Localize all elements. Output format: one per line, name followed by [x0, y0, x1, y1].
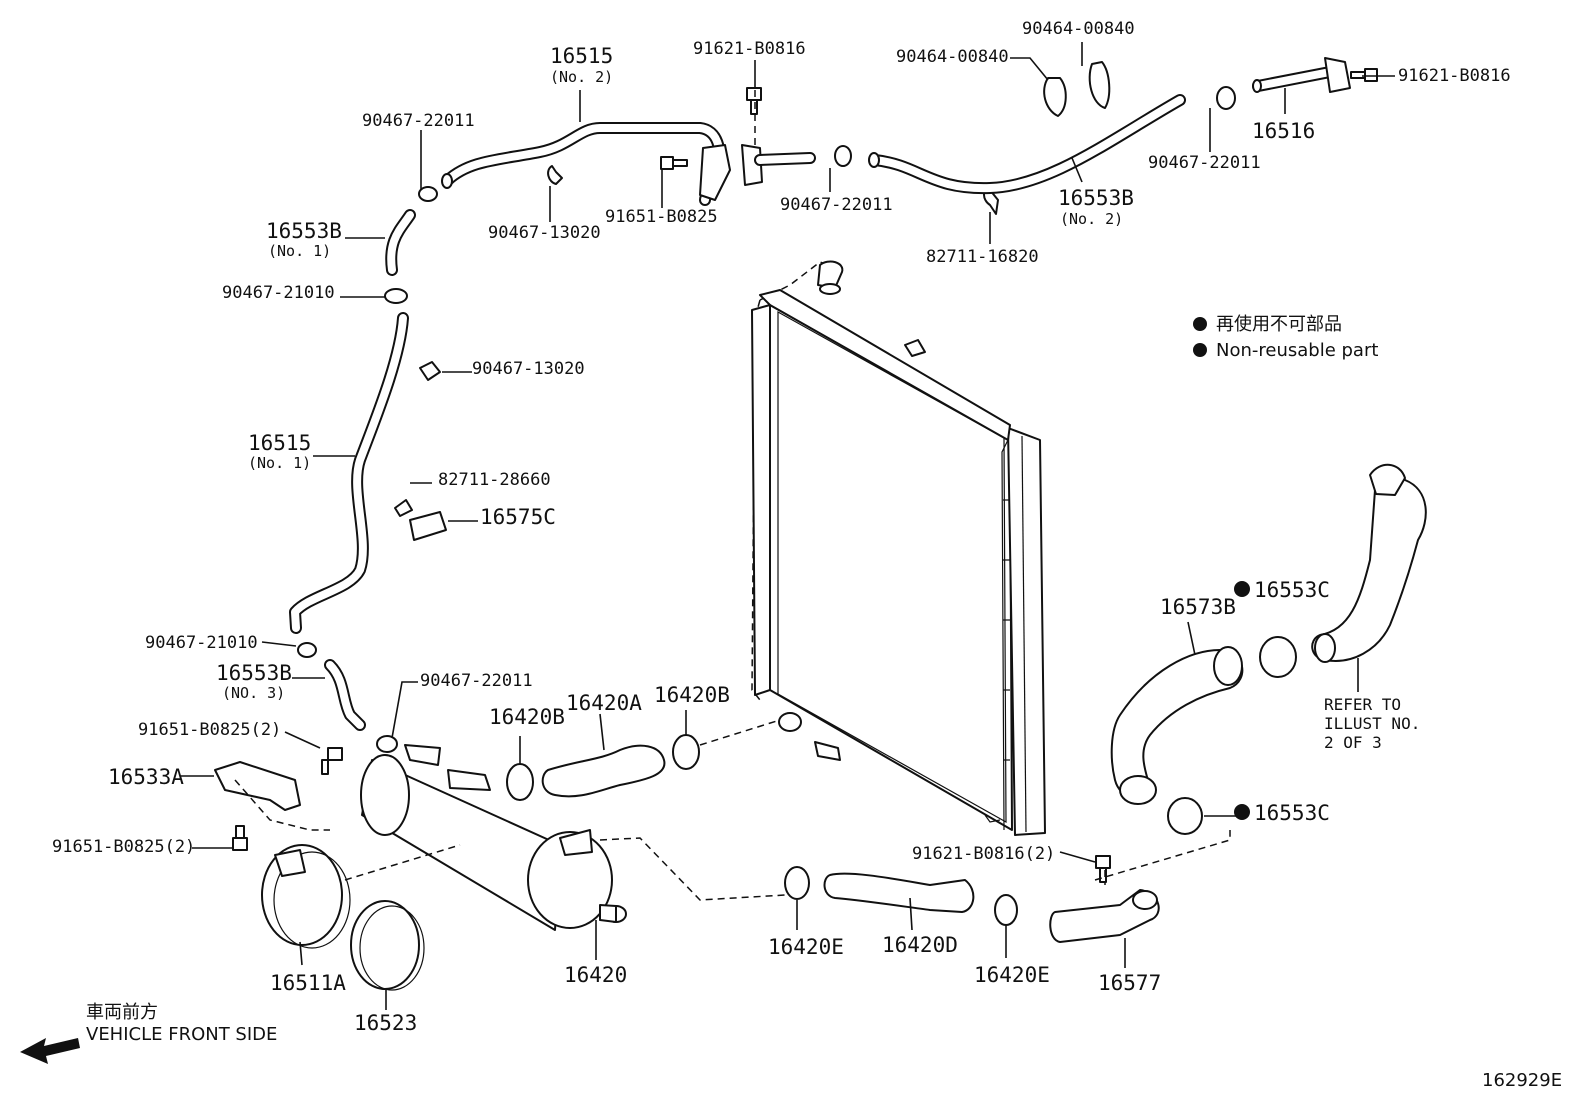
label-90467-13020-mid: 90467-13020 [472, 359, 585, 379]
refer-line3: 2 OF 3 [1324, 733, 1382, 752]
label-16575c: 16575C [480, 505, 556, 529]
legend-en: Non-reusable part [1216, 340, 1378, 361]
pipe-16516 [1252, 57, 1351, 93]
label-90467-22011-right: 90467-22011 [1148, 153, 1261, 173]
diagram-id: 162929E [1482, 1070, 1562, 1091]
legend-jp: 再使用不可部品 [1216, 314, 1342, 335]
label-16515-no1-sub: (No. 1) [248, 454, 311, 472]
legend: 再使用不可部品 Non-reusable part [1193, 314, 1378, 361]
label-90467-22011-bot: 90467-22011 [420, 671, 533, 691]
label-16553b-no2: 16553B [1058, 186, 1134, 210]
radiator [751, 260, 1046, 836]
label-16573b: 16573B [1160, 595, 1236, 619]
front-side-jp: 車両前方 [86, 1002, 158, 1023]
label-16420e-a: 16420E [768, 935, 844, 959]
label-16553b-no2-sub: (No. 2) [1060, 210, 1123, 228]
front-side-en: VEHICLE FRONT SIDE [86, 1024, 277, 1045]
label-16553c-bot: 16553C [1254, 801, 1330, 825]
label-16515-no2: 16515 [550, 44, 613, 68]
label-90467-21010-top: 90467-21010 [222, 283, 335, 303]
refer-note: REFER TO ILLUST NO. 2 OF 3 [1324, 695, 1420, 752]
label-90467-21010-bot: 90467-21010 [145, 633, 258, 653]
label-16553c-top: 16553C [1254, 578, 1330, 602]
label-90467-22011-tl: 90467-22011 [362, 111, 475, 131]
hose-refer [1311, 463, 1427, 663]
label-16577: 16577 [1098, 971, 1161, 995]
label-16420: 16420 [564, 963, 627, 987]
bracket-upper [699, 144, 816, 201]
label-16516: 16516 [1252, 119, 1315, 143]
bolt-icon [232, 68, 1378, 883]
label-16420a: 16420A [566, 691, 642, 715]
label-90467-13020-top: 90467-13020 [488, 223, 601, 243]
label-82711-28660: 82711-28660 [438, 470, 551, 490]
bracket-16575c [409, 511, 447, 541]
label-90467-22011-mid: 90467-22011 [780, 195, 893, 215]
pipe-16515-no1 [289, 312, 409, 634]
legend-marker-icon [1193, 317, 1207, 331]
label-16523: 16523 [354, 1011, 417, 1035]
label-91651-top: 91651-B0825 [605, 207, 718, 227]
label-82711-16820: 82711-16820 [926, 247, 1039, 267]
label-16515-no2-sub: (No. 2) [550, 68, 613, 86]
non-reusable-marker-icon [1234, 804, 1250, 820]
label-91651-2b: 91651-B0825(2) [52, 837, 195, 857]
label-16420b-b: 16420B [654, 683, 730, 707]
hose-16553b-no3 [324, 659, 366, 731]
label-16515-no1: 16515 [248, 431, 311, 455]
label-16553b-no3: 16553B [216, 661, 292, 685]
hose-16553b-no2 [868, 94, 1186, 195]
hose-16420a [506, 734, 700, 801]
hose-16553b-no1 [385, 209, 416, 276]
clamp-16553c [1167, 636, 1297, 835]
label-16553b-no3-sub: (NO. 3) [222, 684, 285, 702]
front-side-indicator: 車両前方 VEHICLE FRONT SIDE [20, 1002, 277, 1064]
band-16523 [350, 900, 425, 991]
non-reusable-marker-icon [1234, 581, 1250, 597]
label-16553b-no1-sub: (No. 1) [268, 242, 331, 260]
label-91621-top: 91621-B0816 [693, 39, 806, 59]
label-90464-a: 90464-00840 [896, 47, 1009, 67]
bracket-16533a [214, 761, 301, 811]
legend-marker-icon [1193, 343, 1207, 357]
band-16511a [261, 844, 351, 949]
cylinder-16420 [360, 744, 627, 931]
label-90464-b: 90464-00840 [1022, 19, 1135, 39]
clamp-icon [297, 61, 1236, 753]
label-16533a: 16533A [108, 765, 184, 789]
refer-line1: REFER TO [1324, 695, 1401, 714]
hose-16573b [1110, 646, 1244, 805]
label-16420d: 16420D [882, 933, 958, 957]
arrow-left-icon [20, 1038, 80, 1064]
guide-lines [234, 90, 1231, 901]
hose-16420d [784, 866, 1018, 926]
label-91621-2: 91621-B0816(2) [912, 844, 1055, 864]
label-16420e-b: 16420E [974, 963, 1050, 987]
label-91621-right: 91621-B0816 [1398, 66, 1511, 86]
label-16420b-a: 16420B [489, 705, 565, 729]
label-16511a: 16511A [270, 971, 346, 995]
pipe-16577 [1049, 889, 1160, 943]
refer-line2: ILLUST NO. [1324, 714, 1420, 733]
part-labels: 16515 (No. 2) 91621-B0816 90464-00840 90… [52, 19, 1511, 1035]
label-91651-2a: 91651-B0825(2) [138, 720, 281, 740]
leader-lines [180, 42, 1395, 1010]
label-16553b-no1: 16553B [266, 219, 342, 243]
